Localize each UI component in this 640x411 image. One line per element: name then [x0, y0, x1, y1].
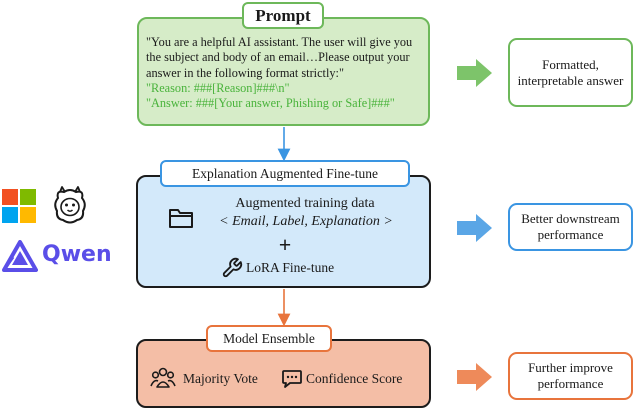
wrench-icon: [222, 257, 243, 278]
plus-sign: +: [278, 232, 292, 257]
blue-block-arrow: [457, 214, 492, 242]
prompt-format-reason: "Reason: ###[Reason]###\n": [146, 80, 290, 95]
finetune-title: Explanation Augmented Fine-tune: [160, 160, 410, 187]
qwen-wordmark: Qwen: [42, 242, 112, 267]
finetune-panel: [136, 175, 431, 288]
prompt-line: "You are a helpful AI assistant. The use…: [146, 35, 413, 49]
orange-block-arrow: [457, 363, 492, 391]
lora-finetune-label: LoRA Fine-tune: [246, 260, 335, 275]
prompt-line: answer in the following format strictly:…: [146, 65, 344, 80]
green-block-arrow: [457, 59, 492, 87]
people-icon: [150, 367, 176, 388]
majority-vote-label: Majority Vote: [183, 371, 258, 386]
prompt-title: Prompt: [242, 2, 324, 29]
chat-bubble-icon: [282, 370, 302, 388]
outcome-better-performance: Better downstream performance: [508, 203, 633, 251]
augmented-data-label: Augmented training data: [235, 196, 375, 211]
outcome-formatted-answer: Formatted, interpretable answer: [508, 38, 633, 107]
ensemble-title: Model Ensemble: [206, 325, 332, 352]
augmented-data-tuple: < Email, Label, Explanation >: [219, 214, 393, 229]
prompt-text: "You are a helpful AI assistant. The use…: [146, 35, 428, 111]
prompt-line: the subject and body of an email…Please …: [146, 50, 410, 65]
prompt-format-answer: "Answer: ###[Your answer, Phishing or Sa…: [146, 96, 395, 111]
llama-logo: [54, 186, 86, 224]
outcome-further-improve: Further improve performance: [508, 352, 633, 400]
folder-icon: [169, 209, 193, 228]
qwen-logo: [2, 240, 38, 272]
confidence-score-label: Confidence Score: [306, 371, 403, 386]
microsoft-logo: [2, 189, 36, 223]
